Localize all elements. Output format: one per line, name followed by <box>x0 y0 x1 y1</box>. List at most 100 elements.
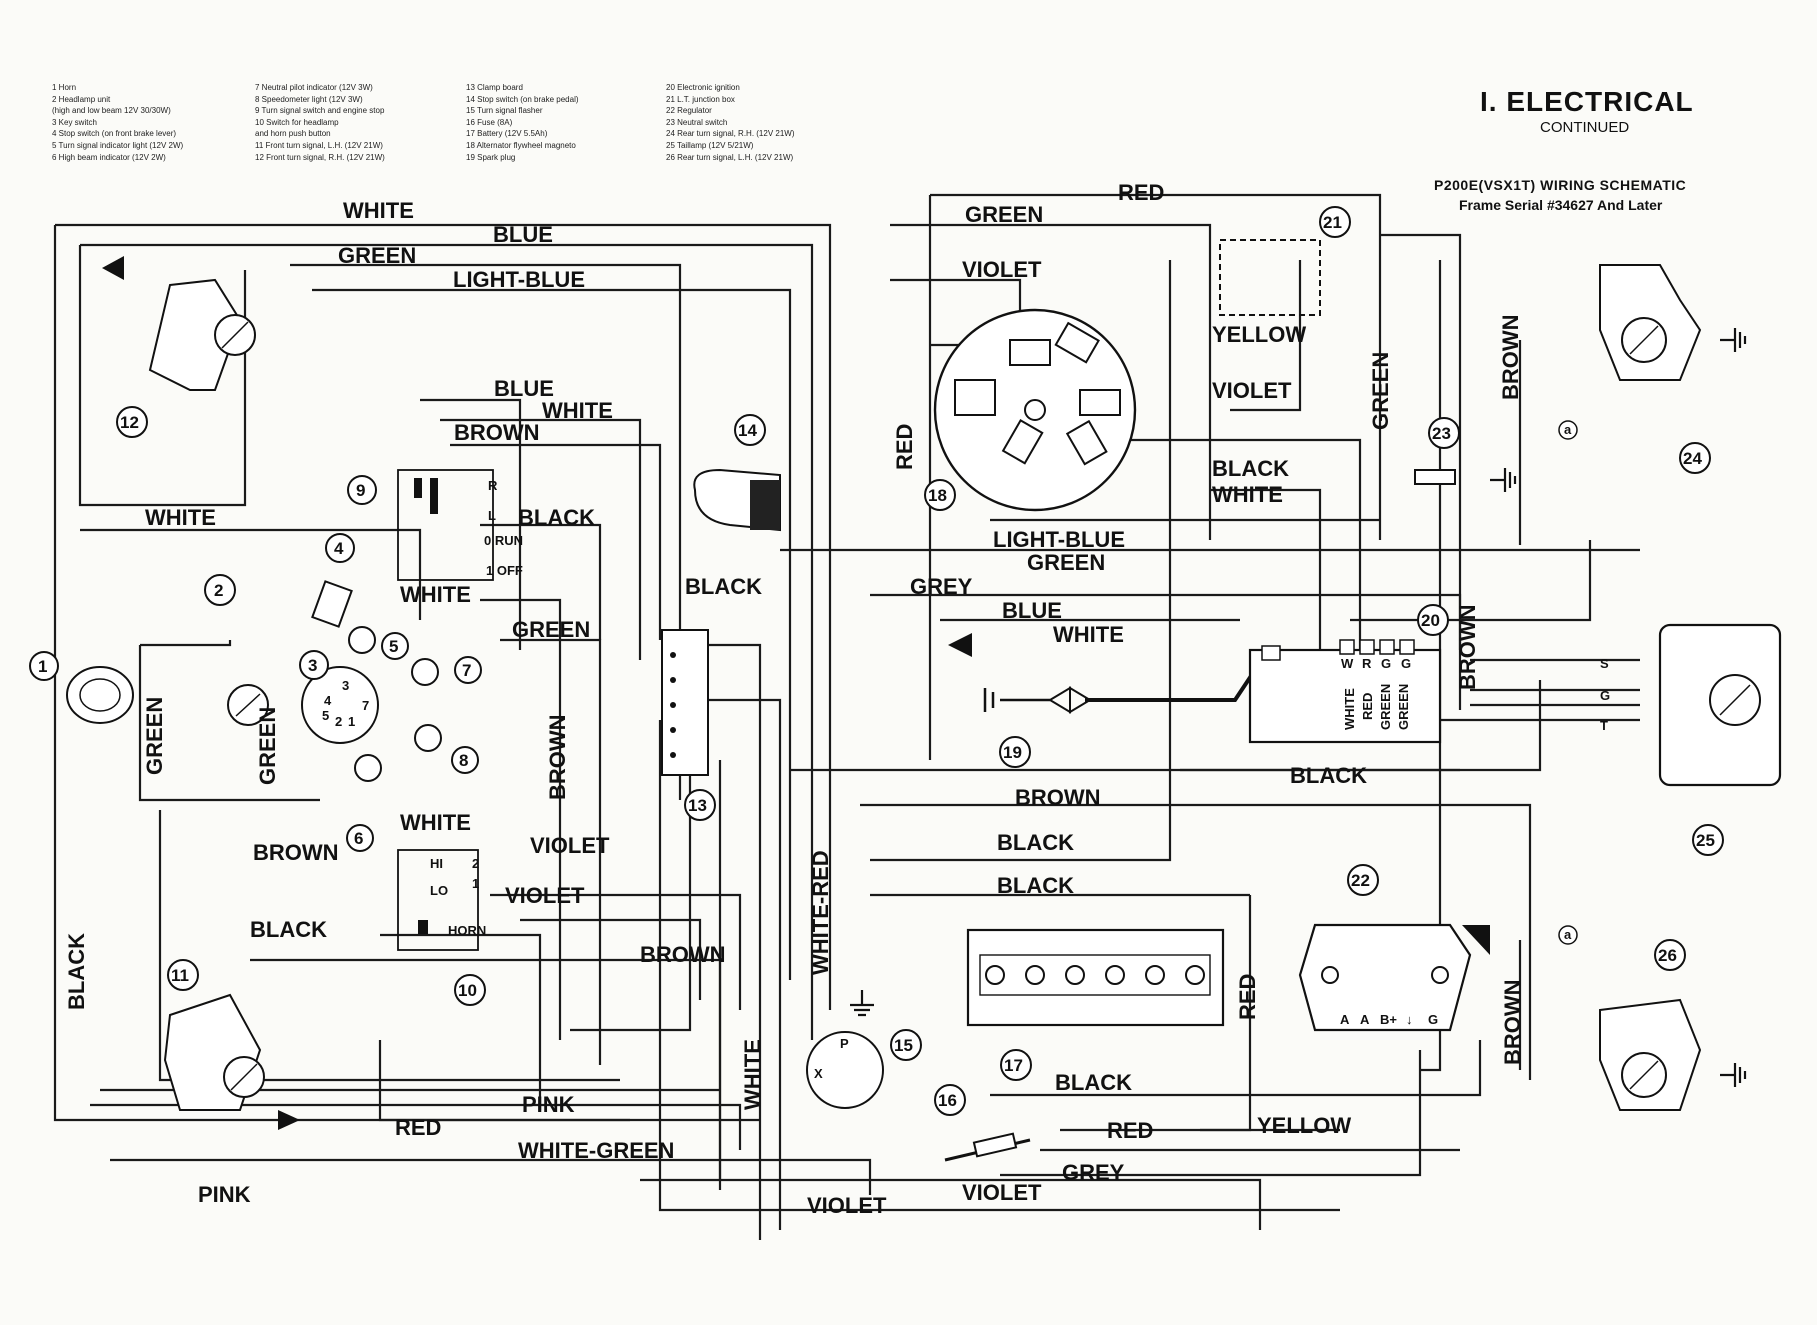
wire-brown-right <box>790 680 1542 772</box>
fuse: 16 <box>934 1084 1031 1162</box>
svg-text:9: 9 <box>356 481 365 500</box>
legend-item: 26 Rear turn signal, L.H. (12V 21W) <box>666 152 794 162</box>
svg-text:24: 24 <box>1683 449 1702 468</box>
legend-item: 8 Speedometer light (12V 3W) <box>255 94 363 104</box>
wire-white-mid2 <box>440 418 642 660</box>
rear-turn-signal-rh: 24 <box>1599 264 1711 474</box>
svg-text:GREY: GREY <box>1062 1160 1125 1185</box>
wire-clamp-2 <box>700 698 782 1230</box>
svg-text:G: G <box>1381 656 1391 671</box>
svg-text:3: 3 <box>308 656 317 675</box>
legend-item: 6 High beam indicator (12V 2W) <box>52 152 166 162</box>
legend-item: 9 Turn signal switch and engine stop <box>255 106 385 116</box>
wire-white-green-bottom <box>640 1178 1262 1230</box>
wire-white-top <box>55 223 832 1010</box>
svg-text:BROWN: BROWN <box>1015 785 1101 810</box>
svg-text:BROWN: BROWN <box>253 840 339 865</box>
wire-brown-vert <box>480 598 562 1040</box>
svg-text:RED: RED <box>1235 974 1260 1020</box>
svg-text:X: X <box>814 1066 823 1081</box>
legend-column-1: 1 Horn 2 Headlamp unit (high and low bea… <box>52 82 183 163</box>
svg-text:HI: HI <box>430 856 443 871</box>
svg-text:PINK: PINK <box>522 1092 575 1117</box>
svg-text:RED: RED <box>1118 180 1164 205</box>
svg-text:7: 7 <box>462 661 471 680</box>
svg-text:WHITE: WHITE <box>400 582 471 607</box>
svg-text:P: P <box>840 1036 849 1051</box>
svg-text:22: 22 <box>1351 871 1370 890</box>
svg-text:1: 1 <box>38 657 47 676</box>
svg-text:RED: RED <box>892 424 917 470</box>
svg-text:B+: B+ <box>1380 1012 1397 1027</box>
legend-item: 14 Stop switch (on brake pedal) <box>466 94 579 104</box>
svg-text:4: 4 <box>324 693 332 708</box>
svg-text:VIOLET: VIOLET <box>807 1193 887 1218</box>
svg-text:BLACK: BLACK <box>518 505 595 530</box>
neutral-switch: 23 <box>1414 417 1460 485</box>
svg-text:LO: LO <box>430 883 448 898</box>
legend-item: 15 Turn signal flasher <box>466 106 543 116</box>
wire-blue-mid <box>420 398 522 650</box>
wire-green-r2 <box>1420 260 1442 1072</box>
svg-text:HORN: HORN <box>448 923 486 938</box>
svg-text:26: 26 <box>1658 946 1677 965</box>
legend-item: 1 Horn <box>52 83 77 92</box>
wire-grey-clamp <box>700 643 762 1240</box>
svg-text:GREEN: GREEN <box>512 617 590 642</box>
wire-right-box <box>1380 233 1462 710</box>
legend-item: 10 Switch for headlamp <box>255 117 339 127</box>
legend-item: 22 Regulator <box>666 106 712 116</box>
legend-item: 23 Neutral switch <box>666 117 728 127</box>
electronic-ignition: 20 WHITE RED GREEN GREEN W R G G <box>1248 604 1449 744</box>
svg-text:BLACK: BLACK <box>1290 763 1367 788</box>
wire-white-mid <box>80 528 422 620</box>
svg-text:25: 25 <box>1696 831 1715 850</box>
svg-text:PINK: PINK <box>198 1182 251 1207</box>
svg-text:RED: RED <box>1360 693 1375 720</box>
svg-text:W: W <box>1341 656 1354 671</box>
wire-green-2 <box>140 640 232 647</box>
legend-column-2: 7 Neutral pilot indicator (12V 3W) 8 Spe… <box>255 82 385 163</box>
svg-text:RED: RED <box>1107 1118 1153 1143</box>
legend-item: 17 Battery (12V 5.5Ah) <box>466 129 548 139</box>
svg-text:VIOLET: VIOLET <box>505 883 585 908</box>
horn-component: 1 <box>29 651 134 724</box>
wire-brown-mid <box>450 443 662 640</box>
legend-item: 13 Clamp board <box>466 83 523 92</box>
connector-a-markers: a a <box>1558 420 1578 945</box>
wire-brown-lower <box>380 933 542 1110</box>
wire-violet-bottom <box>658 720 1340 1212</box>
svg-text:BLACK: BLACK <box>685 574 762 599</box>
svg-text:a: a <box>1564 422 1572 437</box>
svg-text:LIGHT-BLUE: LIGHT-BLUE <box>993 527 1125 552</box>
wire-pink-3 <box>110 1158 872 1195</box>
svg-text:BROWN: BROWN <box>545 714 570 800</box>
svg-text:19: 19 <box>1003 743 1022 762</box>
svg-text:BROWN: BROWN <box>1498 314 1523 400</box>
svg-text:2: 2 <box>335 714 342 729</box>
svg-text:BLACK: BLACK <box>997 830 1074 855</box>
svg-text:10: 10 <box>458 981 477 1000</box>
svg-text:BROWN: BROWN <box>1455 604 1480 690</box>
ground-symbols <box>850 328 1747 1087</box>
svg-text:BROWN: BROWN <box>640 942 726 967</box>
rear-stop-switch: 14 <box>693 414 781 532</box>
svg-text:GREEN: GREEN <box>1027 550 1105 575</box>
ground-icon <box>1490 468 1517 492</box>
svg-text:BLUE: BLUE <box>494 376 554 401</box>
legend-item: 12 Front turn signal, R.H. (12V 21W) <box>255 152 385 162</box>
wire-blackwhite <box>1210 488 1322 650</box>
wire-violet-junction <box>1230 260 1302 412</box>
svg-text:S: S <box>1600 656 1609 671</box>
svg-text:WHITE: WHITE <box>343 198 414 223</box>
clamp-board: 13 <box>661 629 716 821</box>
svg-text:WHITE: WHITE <box>1053 622 1124 647</box>
legend-column-3: 13 Clamp board 14 Stop switch (on brake … <box>466 82 579 163</box>
svg-text:16: 16 <box>938 1091 957 1110</box>
legend-item: 7 Neutral pilot indicator (12V 3W) <box>255 83 373 92</box>
svg-text:G: G <box>1401 656 1411 671</box>
svg-text:VIOLET: VIOLET <box>962 1180 1042 1205</box>
legend-item: 11 Front turn signal, L.H. (12V 21W) <box>255 140 383 150</box>
headlamp-unit: 2 <box>204 574 269 726</box>
